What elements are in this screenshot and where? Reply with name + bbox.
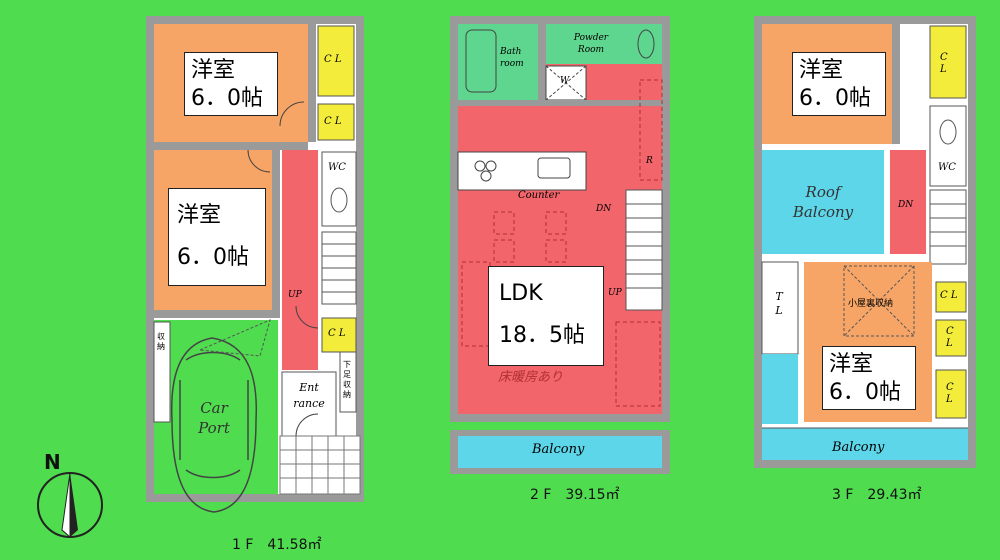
label-tl-3f: T L bbox=[775, 290, 783, 317]
room-label-3f-bottom: 洋室 6．0帖 bbox=[822, 346, 916, 410]
label-cl-3f-1: C L bbox=[940, 52, 948, 75]
wc-1f bbox=[321, 151, 357, 227]
label-cl-1f-3: C L bbox=[328, 328, 346, 339]
hallway-3f bbox=[890, 150, 926, 254]
closet-3f-1 bbox=[929, 25, 967, 99]
wc-3f bbox=[929, 105, 967, 187]
floor-area-1f: 1 F 41.58㎡ bbox=[232, 537, 322, 553]
room-label-3f-top: 洋室 6．0帖 bbox=[792, 52, 886, 116]
bathroom-2f bbox=[458, 24, 538, 100]
label-up-2f: UP bbox=[608, 288, 622, 298]
label-counter-2f: Counter bbox=[518, 190, 560, 201]
label-dn-3f: DN bbox=[898, 200, 914, 210]
closet-1f-1 bbox=[317, 25, 355, 97]
door-swings-1f bbox=[247, 101, 319, 437]
room-size: 6．0帖 bbox=[191, 86, 263, 111]
entrance-1f bbox=[281, 371, 337, 437]
floor-area-2f: 2 F 39.15㎡ bbox=[530, 487, 620, 503]
room-label-1f-middle: 洋室 6．0帖 bbox=[168, 188, 266, 286]
furniture-outlines-2f bbox=[461, 79, 663, 407]
stairs-2f bbox=[625, 189, 663, 311]
label-cl-3f-2: C L bbox=[940, 290, 958, 301]
room-size: 6．0帖 bbox=[799, 86, 871, 111]
room-label-2f-ldk: LDK 18．5帖 bbox=[488, 266, 604, 366]
loft-outline-3f bbox=[843, 265, 915, 337]
hallway-1f bbox=[282, 150, 318, 370]
label-cl-1f-2: C L bbox=[324, 116, 342, 127]
label-wc-3f: WC bbox=[938, 162, 956, 173]
compass-north-label: N bbox=[44, 450, 61, 474]
label-powder-room-2f: Powder Room bbox=[573, 33, 609, 55]
label-up-1f: UP bbox=[288, 290, 302, 300]
room-name: 洋室 bbox=[191, 58, 236, 83]
label-cl-1f-1: C L bbox=[324, 54, 342, 65]
closet-3f-2 bbox=[935, 281, 967, 313]
north-arrow-icon bbox=[37, 472, 103, 539]
room-size: 18．5帖 bbox=[499, 323, 585, 348]
label-roof-balcony-3f: Roof Balcony bbox=[792, 183, 854, 221]
floor-area-3f: 3 F 29.43㎡ bbox=[832, 487, 922, 503]
car-icon bbox=[170, 337, 258, 513]
roof-balcony-3f bbox=[762, 150, 884, 254]
room-name: 洋室 bbox=[799, 58, 844, 83]
porch-tiles-1f bbox=[279, 435, 361, 495]
label-wc-1f: WC bbox=[328, 162, 346, 173]
label-balcony-2f: Balcony bbox=[532, 442, 585, 457]
stairs-3f bbox=[929, 189, 967, 265]
room-size: 6．0帖 bbox=[829, 380, 901, 405]
closet-3f-4 bbox=[935, 369, 967, 419]
label-bathroom-2f: Bath room bbox=[500, 47, 524, 69]
label-r-2f: R bbox=[646, 156, 653, 166]
label-floor-heating-2f: 床暖房あり bbox=[498, 370, 564, 385]
stairs-1f bbox=[321, 231, 357, 305]
room-name: 洋室 bbox=[177, 203, 222, 228]
label-storage-1f: 収納 bbox=[157, 332, 165, 351]
toplight-3f bbox=[761, 261, 799, 355]
carport-area bbox=[154, 320, 278, 494]
room-label-1f-top: 洋室 6．0帖 bbox=[184, 52, 278, 116]
label-shoes-1f: 下足収納 bbox=[343, 360, 351, 399]
label-entrance-1f: Ent rance bbox=[293, 381, 325, 410]
label-w-2f: W bbox=[560, 76, 570, 86]
label-carport-1f: Car Port bbox=[198, 399, 230, 437]
label-cl-3f-4: C L bbox=[946, 382, 954, 405]
label-balcony-3f: Balcony bbox=[832, 440, 885, 455]
closet-3f-3 bbox=[935, 319, 967, 357]
balcony-3f bbox=[762, 428, 968, 460]
room-size: 6．0帖 bbox=[177, 245, 249, 270]
room-name: 洋室 bbox=[829, 352, 874, 377]
label-dn-2f: DN bbox=[596, 204, 612, 214]
label-loft-3f: 小屋裏収納 bbox=[848, 299, 894, 309]
label-cl-3f-3: C L bbox=[946, 326, 954, 349]
room-name: LDK bbox=[499, 281, 543, 306]
closet-1f-3 bbox=[321, 317, 357, 353]
closet-1f-2 bbox=[317, 103, 355, 141]
balcony-2f bbox=[458, 436, 662, 468]
